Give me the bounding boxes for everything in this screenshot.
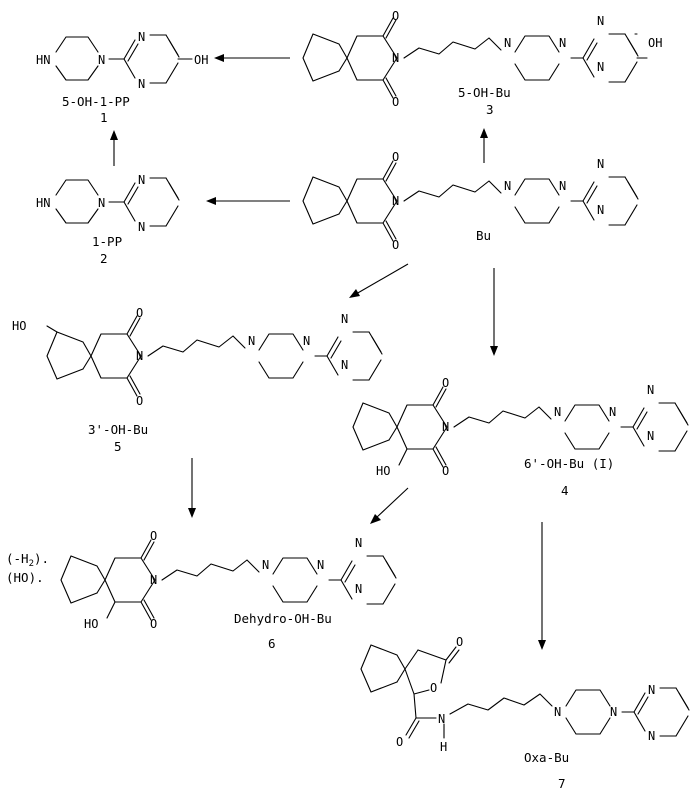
- arrowhead: [538, 640, 546, 650]
- imide-nitrogen: N: [150, 573, 157, 587]
- compound-7-number: 7: [558, 776, 566, 791]
- piperazine-nitrogen: N: [559, 179, 566, 193]
- compound-6-name: Dehydro-OH-Bu: [234, 611, 332, 626]
- pyrimidine-nitrogen: N: [647, 429, 654, 443]
- arrowhead: [480, 128, 488, 138]
- arrowhead: [490, 346, 498, 356]
- reaction-arrows: [110, 54, 546, 650]
- carbonyl-oxygen: O: [442, 376, 449, 390]
- compound-1-name: 5-OH-1-PP: [62, 94, 130, 109]
- lactone-oxygen: O: [430, 681, 437, 695]
- compound-7-structure: O O O N H N N N N Oxa-Bu 7: [361, 635, 689, 791]
- hydroxyl-group: OH: [648, 36, 662, 50]
- compound-4-structure: [353, 387, 688, 467]
- compound-2-name: 1-PP: [92, 234, 122, 249]
- arrowhead: [349, 289, 360, 298]
- carbonyl-oxygen: O: [442, 464, 449, 478]
- pyrimidine-nitrogen: N: [341, 312, 348, 326]
- arrowhead: [188, 508, 196, 518]
- compound-5-atoms: HO N O O N N N N 3'-OH-Bu 5: [12, 306, 348, 454]
- piperazine-nitrogen: N: [559, 36, 566, 50]
- compound-1-number: 1: [100, 110, 108, 125]
- pyrimidine-nitrogen: N: [648, 683, 655, 697]
- compound-6-structure: [61, 540, 396, 620]
- imide-nitrogen: N: [392, 51, 399, 65]
- compound-7-name: Oxa-Bu: [524, 750, 569, 765]
- pyrimidine-nitrogen: N: [341, 358, 348, 372]
- arrowhead: [214, 54, 224, 62]
- pyrimidine-nitrogen: N: [597, 203, 604, 217]
- piperazine-nh: HN: [36, 53, 50, 67]
- piperazine-nitrogen: N: [504, 179, 511, 193]
- piperazine-nitrogen: N: [554, 405, 561, 419]
- pyrimidine-nitrogen: N: [138, 30, 145, 44]
- piperazine-nitrogen: N: [303, 334, 310, 348]
- carbonyl-oxygen: O: [392, 238, 399, 252]
- imide-nitrogen: N: [136, 349, 143, 363]
- compound-3-atoms: N O O N N N N OH 5-OH-Bu 3: [392, 9, 662, 117]
- piperazine-nitrogen: N: [609, 405, 616, 419]
- piperazine-nitrogen: N: [610, 705, 617, 719]
- amide-nitrogen: N: [438, 712, 445, 726]
- imide-nitrogen: N: [392, 194, 399, 208]
- arrow-bu-to-5: [356, 264, 408, 294]
- compound-2-number: 2: [100, 251, 108, 266]
- pyrimidine-nitrogen: N: [355, 582, 362, 596]
- piperazine-nitrogen: N: [262, 558, 269, 572]
- hydroxy-modifier: (HO).: [6, 570, 44, 585]
- compound-4-number: 4: [561, 483, 569, 498]
- pyrimidine-nitrogen: N: [647, 383, 654, 397]
- lactone-carbonyl-oxygen: O: [456, 635, 463, 649]
- compound-3-number: 3: [486, 102, 494, 117]
- carbonyl-oxygen: O: [392, 150, 399, 164]
- pyrimidine-nitrogen: N: [597, 157, 604, 171]
- carbonyl-oxygen: O: [136, 306, 143, 320]
- amide-hydrogen: H: [440, 740, 447, 754]
- pyrimidine-nitrogen: N: [597, 14, 604, 28]
- compound-1-structure: HN N N N OH 5-OH-1-PP 1: [36, 30, 208, 125]
- piperazine-nitrogen: N: [98, 196, 105, 210]
- carbonyl-oxygen: O: [392, 95, 399, 109]
- carbonyl-oxygen: O: [150, 617, 157, 631]
- compound-3-name: 5-OH-Bu: [458, 85, 511, 100]
- imide-nitrogen: N: [442, 420, 449, 434]
- pyrimidine-nitrogen: N: [138, 220, 145, 234]
- carbonyl-oxygen: O: [136, 394, 143, 408]
- piperazine-nitrogen: N: [554, 705, 561, 719]
- carbonyl-oxygen: O: [150, 529, 157, 543]
- compound-5-name: 3'-OH-Bu: [88, 422, 148, 437]
- amide-carbonyl-oxygen: O: [396, 735, 403, 749]
- arrowhead: [110, 130, 118, 140]
- piperazine-nitrogen: N: [504, 36, 511, 50]
- piperazine-nitrogen: N: [98, 53, 105, 67]
- pyrimidine-nitrogen: N: [648, 729, 655, 743]
- hydroxyl-group: HO: [12, 319, 26, 333]
- arrow-4-to-6: [376, 488, 408, 518]
- piperazine-nitrogen: N: [248, 334, 255, 348]
- pyrimidine-nitrogen: N: [138, 173, 145, 187]
- hydroxyl-group: OH: [194, 53, 208, 67]
- compound-6-number: 6: [268, 636, 276, 651]
- piperazine-nitrogen: N: [317, 558, 324, 572]
- arrowhead: [206, 197, 216, 205]
- carbonyl-oxygen: O: [392, 9, 399, 23]
- compound-6-atoms: (-H2). (HO). N O O HO N N N N Dehydro-OH…: [6, 529, 362, 651]
- compound-4-atoms: N O O HO N N N N 6'-OH-Bu (I) 4: [376, 376, 654, 498]
- dehydro-modifier: (-H2).: [6, 551, 49, 569]
- hydroxyl-group: HO: [376, 464, 390, 478]
- compound-4-name: 6'-OH-Bu (I): [524, 456, 614, 471]
- pyrimidine-nitrogen: N: [138, 77, 145, 91]
- compound-5-number: 5: [114, 439, 122, 454]
- pyrimidine-nitrogen: N: [597, 60, 604, 74]
- compound-2-structure: HN N N N 1-PP 2: [36, 173, 179, 266]
- buspirone-name: Bu: [476, 228, 491, 243]
- piperazine-nh: HN: [36, 196, 50, 210]
- pyrimidine-nitrogen: N: [355, 536, 362, 550]
- compound-5-structure: [47, 316, 382, 396]
- hydroxyl-group: HO: [84, 617, 98, 631]
- buspirone-structure: [303, 161, 638, 241]
